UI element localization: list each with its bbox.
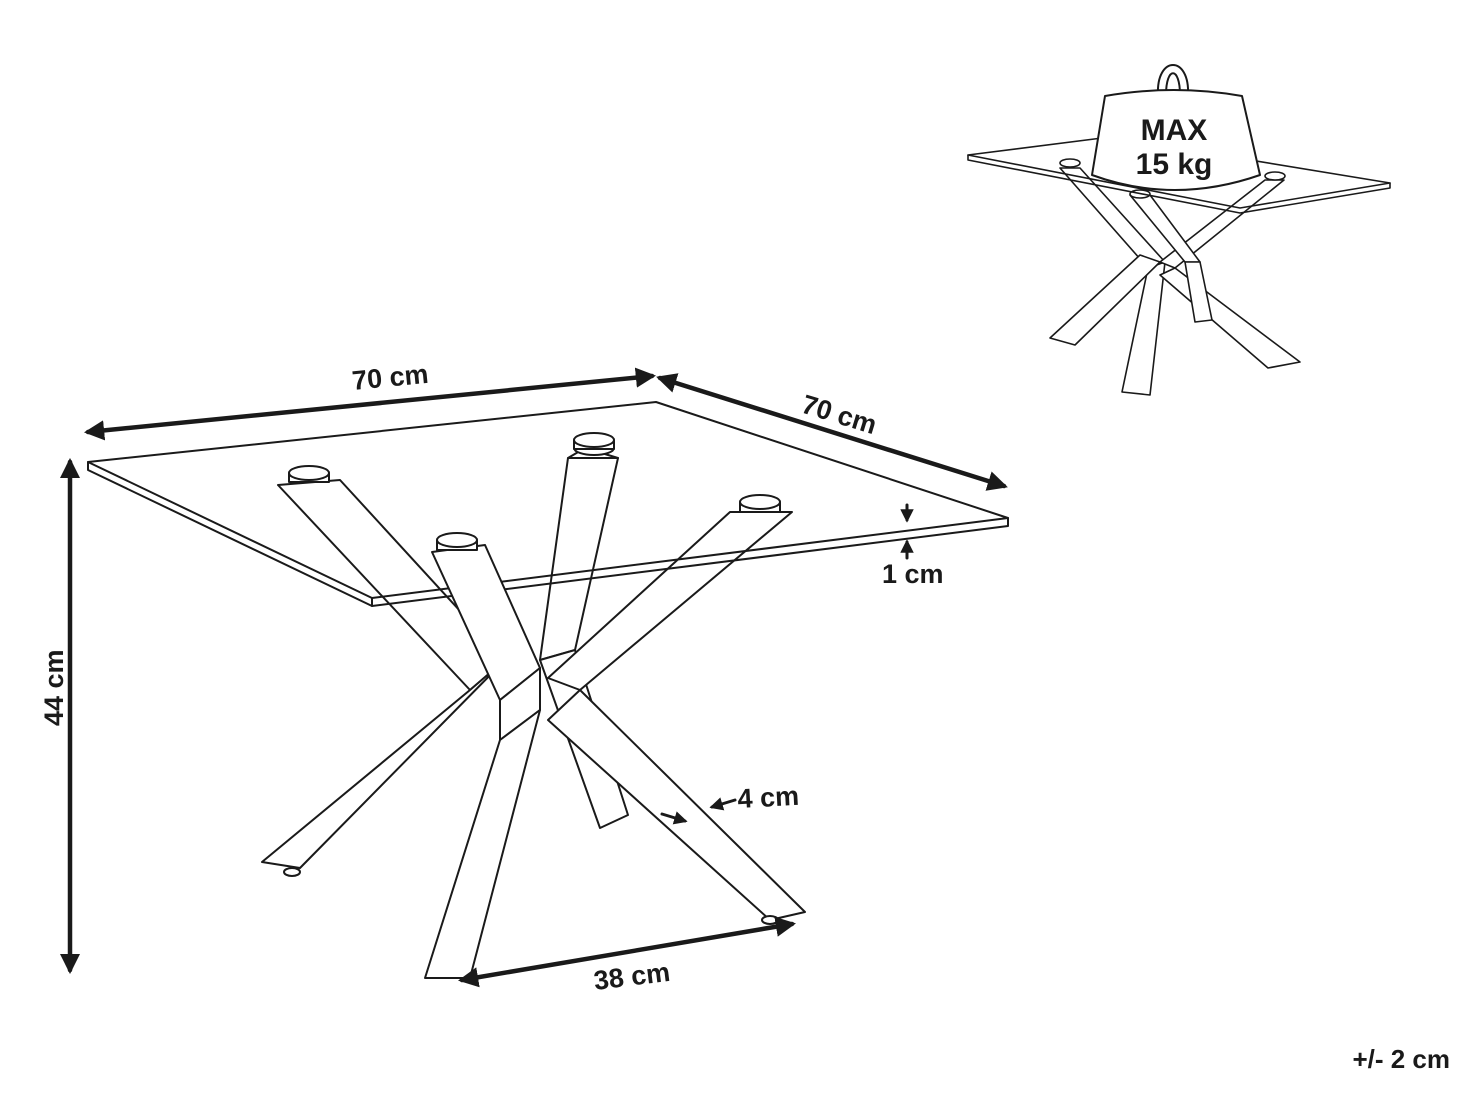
- main-table-drawing: [87, 401, 1009, 979]
- leg-spacing-label: 38 cm: [592, 957, 672, 996]
- dim-depth: 70 cm: [656, 373, 1008, 491]
- weight-icon: [1091, 64, 1261, 191]
- load-max-label: MAX: [1141, 114, 1208, 147]
- leg-width-label: 4 cm: [737, 781, 800, 814]
- height-label: 44 cm: [39, 649, 69, 726]
- dim-thickness: 1 cm: [882, 503, 944, 589]
- load-weight-label: 15 kg: [1136, 148, 1213, 181]
- back-leg-left: [261, 465, 506, 869]
- dim-width: 70 cm: [83, 359, 657, 441]
- dim-leg-width: 4 cm: [660, 781, 800, 825]
- foot-pad: [761, 915, 779, 925]
- tolerance-note: +/- 2 cm: [1352, 1044, 1450, 1074]
- foot-pad: [283, 867, 301, 877]
- small-table-drawing: MAX 15 kg: [967, 64, 1391, 396]
- dim-height: 44 cm: [39, 457, 81, 975]
- thickness-label: 1 cm: [882, 559, 944, 589]
- dim-leg-spacing: 38 cm: [458, 916, 796, 996]
- width-label: 70 cm: [351, 359, 430, 396]
